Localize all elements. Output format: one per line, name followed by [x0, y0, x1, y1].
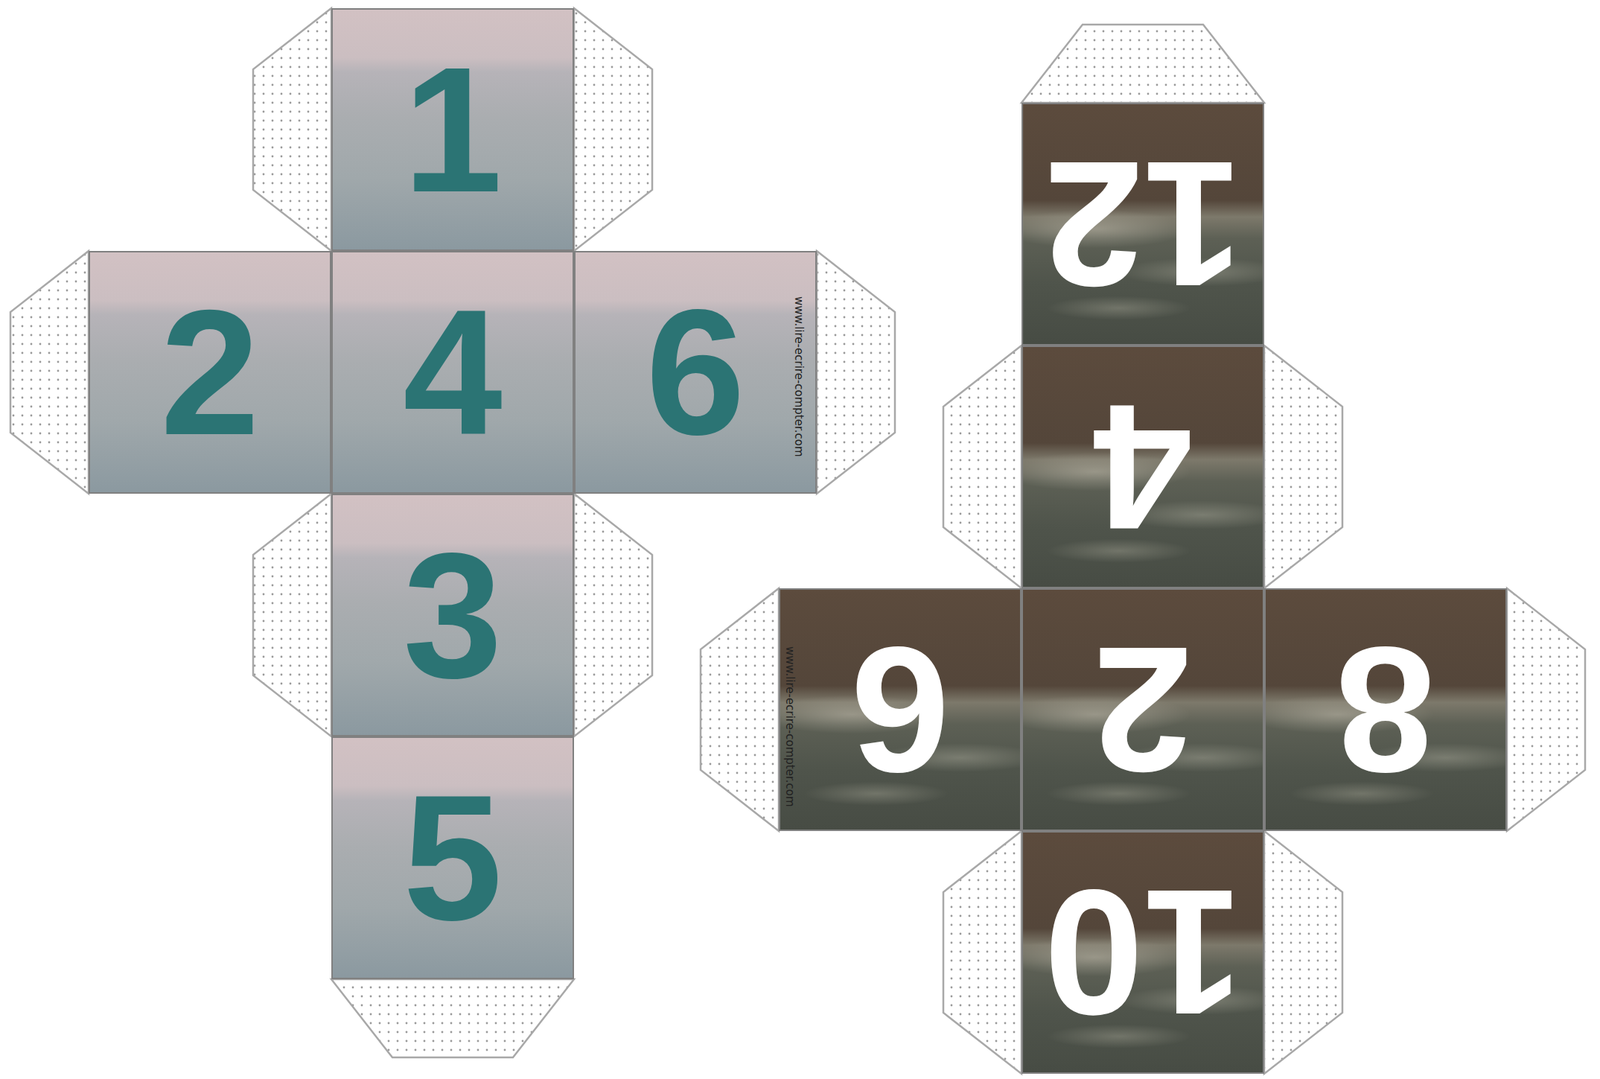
face-number: 4: [402, 282, 502, 462]
face-number: 5: [402, 768, 502, 948]
die-face: 10: [1021, 830, 1265, 1074]
watermark: www.lire-ecrire-compter.com: [783, 646, 797, 808]
die-face: 6: [574, 250, 817, 494]
die-face: 3: [331, 493, 575, 737]
die-face: 2: [88, 250, 332, 494]
die-face: 4: [1021, 345, 1265, 589]
die-face: 12: [1021, 102, 1265, 346]
die-face: 4: [331, 250, 575, 494]
face-number: 1: [402, 40, 502, 219]
face-number: 6: [850, 620, 950, 799]
face-number: 2: [1092, 620, 1192, 799]
die-face: 8: [1264, 588, 1507, 831]
watermark: www.lire-ecrire-compter.com: [792, 296, 806, 458]
face-number: 4: [1092, 377, 1192, 557]
face-number: 2: [160, 282, 260, 462]
die-face: 5: [331, 736, 575, 980]
face-number: 12: [1043, 134, 1243, 314]
face-number: 6: [645, 282, 745, 462]
die-face: 6: [778, 588, 1022, 831]
die-face: 1: [331, 8, 575, 251]
face-number: 3: [402, 525, 502, 705]
face-number: 10: [1043, 862, 1243, 1042]
face-number: 8: [1335, 620, 1435, 799]
die-face: 2: [1021, 588, 1265, 831]
